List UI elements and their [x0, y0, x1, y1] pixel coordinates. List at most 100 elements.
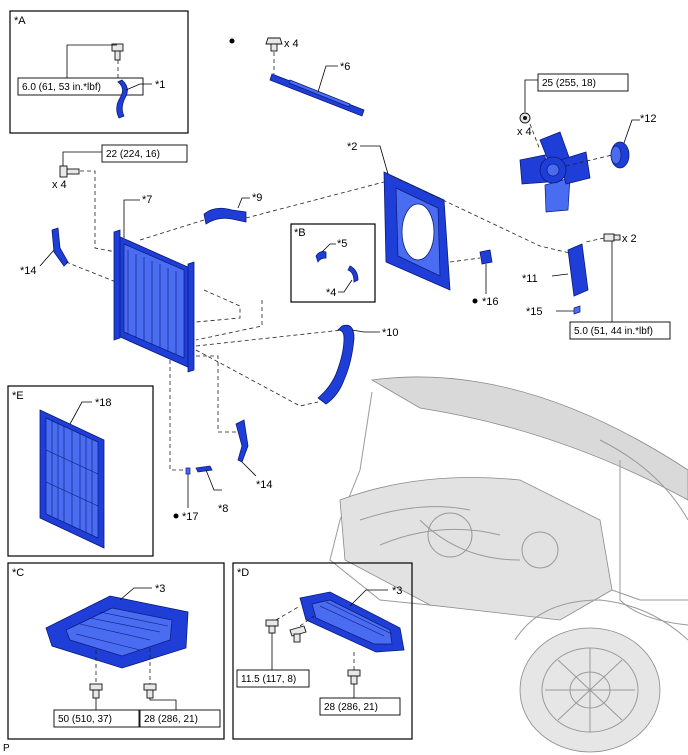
- part-17-clip: [185, 467, 191, 475]
- panel-b-frame: [290, 223, 376, 303]
- bolt-icon: [603, 233, 621, 242]
- part-10-hose: [317, 324, 355, 405]
- dash-line: [529, 123, 541, 151]
- callout-14-left: *14: [20, 265, 37, 277]
- callout-15: *15: [526, 306, 543, 318]
- torque-box-d-left: [236, 669, 310, 688]
- callout-5: *5: [337, 238, 347, 250]
- bolt-icon: [289, 625, 307, 643]
- callout-17: *17: [182, 511, 199, 523]
- dash-line: [299, 615, 315, 627]
- dash-line: [80, 170, 117, 253]
- bolt-icon: [111, 43, 124, 61]
- callout-1: *1: [155, 79, 165, 91]
- part-3-under-cover-d: [299, 591, 405, 653]
- panel-c-frame: [7, 562, 225, 740]
- torque-fan: 25 (255, 18): [542, 78, 596, 89]
- part-11-bracket: [567, 243, 589, 297]
- part-12-clutch: [610, 141, 630, 169]
- torque-box-shroud: [569, 321, 671, 340]
- part-3-under-cover-c: [45, 595, 189, 669]
- part-18-screen: [39, 409, 105, 549]
- leader-line: [349, 589, 388, 607]
- bolt-icon: [265, 619, 279, 634]
- leader-line: [66, 44, 117, 78]
- panel-d-label: *D: [237, 567, 249, 579]
- callout-16: *16: [482, 296, 499, 308]
- bullet-dot: [229, 38, 235, 44]
- callout-18: *18: [95, 397, 112, 409]
- part-14-bracket-lower: [235, 419, 249, 463]
- dash-line: [245, 181, 385, 219]
- bolt-icon: [347, 669, 361, 685]
- dash-line: [196, 355, 236, 433]
- leader-line: [69, 401, 92, 425]
- part-6-bracket: [269, 73, 365, 117]
- bolt-icon: [89, 683, 103, 699]
- callout-3-c: *3: [155, 583, 165, 595]
- quantity-fan: x 4: [517, 126, 532, 138]
- callout-10: *10: [382, 327, 399, 339]
- leader-line: [39, 249, 55, 267]
- leader-line: [351, 329, 380, 333]
- bolt-icon: [59, 165, 80, 178]
- callout-3-d: *3: [392, 585, 402, 597]
- bullet-dot: [173, 513, 179, 519]
- part-15-clip: [573, 305, 581, 315]
- vehicle-illustration: [329, 376, 688, 753]
- leader-line: [125, 83, 152, 91]
- figure-code: P: [3, 743, 10, 754]
- part-7-radiator: [113, 229, 195, 373]
- torque-box-fan: [537, 73, 629, 92]
- part-14-bracket-left: [51, 227, 69, 267]
- dash-line: [391, 175, 575, 255]
- callout-2: *2: [347, 141, 357, 153]
- nut-icon: [519, 112, 531, 124]
- torque-d-bottom: 28 (286, 21): [324, 702, 378, 713]
- quantity-right: x 2: [622, 233, 637, 245]
- torque-box-c-right: [139, 709, 221, 728]
- part-1-hose: [116, 79, 128, 119]
- callout-8: *8: [218, 503, 228, 515]
- part-5-clip: [315, 251, 327, 264]
- callout-7: *7: [142, 194, 152, 206]
- panel-a-label: *A: [14, 15, 26, 27]
- dash-line: [195, 289, 241, 323]
- torque-d-left: 11.5 (117, 8): [241, 674, 296, 685]
- dash-line: [169, 360, 186, 471]
- leader-line: [123, 199, 140, 238]
- callout-4: *4: [326, 287, 336, 299]
- dash-line: [195, 300, 263, 341]
- dash-line: [195, 349, 319, 407]
- leader-line: [360, 145, 389, 175]
- part-16-clip: [479, 249, 493, 265]
- panel-d-frame: [232, 562, 413, 740]
- callout-11: *11: [522, 273, 538, 285]
- torque-a: 6.0 (61, 53 in.*lbf): [22, 82, 101, 93]
- part-8-hose: [195, 465, 213, 473]
- panel-b-label: *B: [294, 227, 306, 239]
- leader-line: [338, 279, 353, 293]
- dash-line: [449, 257, 481, 263]
- leader-line: [623, 119, 640, 144]
- bullet-dot: [472, 298, 478, 304]
- dash-line: [139, 219, 205, 241]
- leader-line: [321, 243, 336, 253]
- leader-line: [317, 65, 338, 93]
- part-9-hose: [203, 207, 247, 225]
- torque-radiator: 22 (224, 16): [106, 149, 160, 160]
- callout-6: *6: [340, 61, 350, 73]
- quantity-left: x 4: [52, 179, 67, 191]
- leader-line: [241, 461, 257, 477]
- leader-line: [551, 273, 569, 277]
- quantity-top: x 4: [284, 38, 299, 50]
- leader-line: [237, 197, 250, 209]
- dash-line: [275, 605, 301, 621]
- callout-14-lower: *14: [256, 479, 273, 491]
- torque-c-left: 50 (510, 37): [58, 714, 112, 725]
- torque-c-right: 28 (286, 21): [144, 714, 198, 725]
- dash-line: [195, 329, 343, 347]
- torque-box-a: [17, 77, 144, 96]
- callout-9: *9: [252, 192, 262, 204]
